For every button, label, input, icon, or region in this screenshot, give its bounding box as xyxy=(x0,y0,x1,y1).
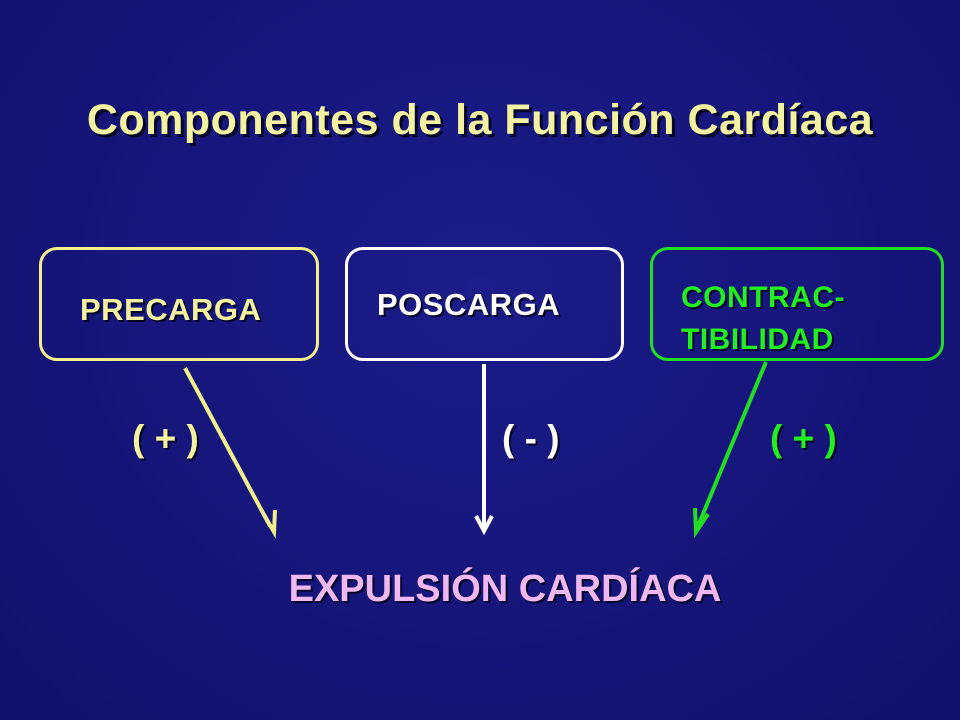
precarga-label: PRECARGA xyxy=(80,292,262,327)
contractilidad-arrow xyxy=(696,361,768,527)
precarga-box xyxy=(39,247,319,361)
poscarga-label: POSCARGA xyxy=(377,287,561,322)
poscarga-box xyxy=(345,247,624,361)
precarga-arrowhead xyxy=(261,509,277,539)
precarga-sign: ( + ) xyxy=(132,418,199,459)
contractilidad-label: CONTRAC- TIBILIDAD xyxy=(681,277,845,361)
slide-title: Componentes de la Función Cardíaca xyxy=(86,96,874,144)
contractilidad-box xyxy=(650,247,944,361)
contractilidad-sign: ( + ) xyxy=(770,418,837,459)
contractilidad-arrowhead xyxy=(693,507,710,539)
result-label: EXPULSIÓN CARDÍACA xyxy=(288,568,722,610)
contractilidad-label-line2: TIBILIDAD xyxy=(681,323,834,356)
contractilidad-label-line1: CONTRAC- xyxy=(681,281,845,314)
precarga-arrow xyxy=(183,367,272,527)
poscarga-arrowhead xyxy=(474,515,494,536)
poscarga-sign: ( - ) xyxy=(502,418,560,459)
